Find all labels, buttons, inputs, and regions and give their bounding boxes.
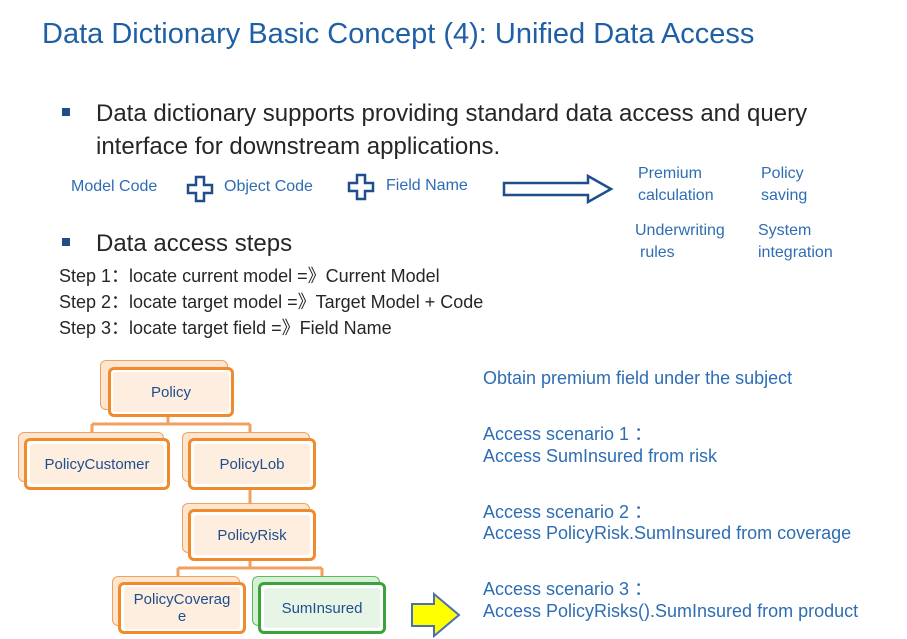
- plus-outline-icon: [186, 175, 214, 203]
- scenario-2-label: Access scenario 2 ：: [483, 502, 653, 522]
- page-title: Data Dictionary Basic Concept (4): Unifi…: [42, 18, 755, 50]
- bullet-1-line-2: interface for downstream applications.: [96, 133, 501, 160]
- model-code-label: Model Code: [71, 178, 158, 195]
- yellow-arrow-right-icon: [411, 592, 461, 638]
- scenario-2-text: Access PolicyRisk.SumInsured from covera…: [483, 523, 852, 543]
- underwriting-rules-line-2: rules: [640, 244, 675, 261]
- node-label-line-2: e: [177, 608, 187, 625]
- bullet-marker: [62, 108, 70, 116]
- system-integration-line-1: System: [758, 222, 812, 239]
- bullet-2-text: Data access steps: [96, 230, 293, 257]
- bullet-marker: [62, 238, 70, 246]
- scenario-3-text: Access PolicyRisks().SumInsured from pro…: [483, 601, 859, 621]
- field-name-label: Field Name: [386, 177, 468, 194]
- double-arrow-right-icon: [502, 174, 614, 204]
- scenario-intro: Obtain premium field under the subject: [483, 368, 793, 388]
- step-3: Step 3：locate target field =》Field Name: [59, 318, 392, 338]
- scenario-1-text: Access SumInsured from risk: [483, 446, 718, 466]
- node-label: PolicyCustomer: [30, 444, 164, 484]
- object-code-label: Object Code: [224, 178, 313, 195]
- node-label-line-1: PolicyCoverag: [133, 591, 231, 608]
- step-1: Step 1：locate current model =》Current Mo…: [59, 266, 440, 286]
- bullet-1-line-1: Data dictionary supports providing stand…: [96, 100, 808, 127]
- policy-saving-line-2: saving: [761, 187, 808, 204]
- underwriting-rules-line-1: Underwriting: [635, 222, 725, 239]
- node-label: PolicyRisk: [194, 515, 310, 555]
- node-label: PolicyCoverag e: [124, 587, 240, 629]
- node-label: PolicyLob: [194, 444, 310, 484]
- plus-outline-icon: [347, 173, 375, 201]
- premium-calculation-line-1: Premium: [638, 165, 703, 182]
- system-integration-line-2: integration: [758, 244, 833, 261]
- scenario-3-label: Access scenario 3 ：: [483, 579, 653, 599]
- node-label: SumInsured: [264, 588, 380, 628]
- node-label: Policy: [113, 372, 229, 412]
- scenario-1-label: Access scenario 1 ：: [483, 424, 653, 444]
- step-2: Step 2：locate target model =》Target Mode…: [59, 292, 484, 312]
- policy-saving-line-1: Policy: [761, 165, 804, 182]
- premium-calculation-line-2: calculation: [638, 187, 714, 204]
